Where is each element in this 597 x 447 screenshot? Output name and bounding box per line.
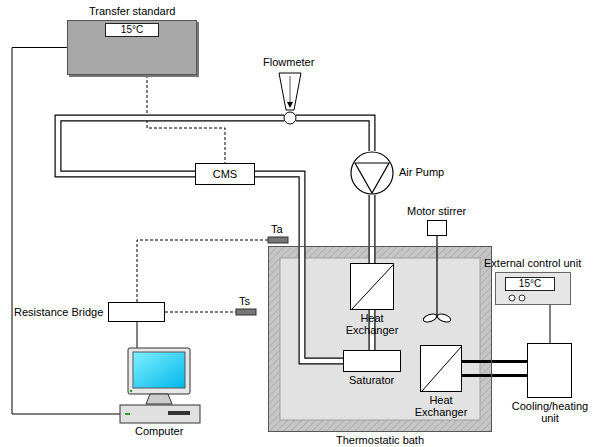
hx-graphic <box>351 264 393 309</box>
bath-box: Thermostatic bathHeat ExchangerSaturator… <box>268 246 492 432</box>
pump-symbol: Air Pump <box>350 151 394 195</box>
box-label: 15°C <box>121 24 143 36</box>
sensor-wire <box>165 312 236 313</box>
cooling-unit: Cooling/heating unit <box>527 343 572 398</box>
connector-line <box>550 305 551 343</box>
connector-line <box>137 322 138 348</box>
node-caption: Heat Exchanger <box>409 394 473 418</box>
control-unit: External control unit15°C <box>495 272 571 305</box>
line-stroke <box>462 374 527 377</box>
temperature-sensor <box>236 309 256 315</box>
flow-graphic <box>278 72 302 124</box>
pipe-bore <box>370 195 375 263</box>
node-caption: Thermostatic bath <box>336 434 424 446</box>
air-pipe <box>372 195 373 263</box>
box-label: 15°C <box>519 278 541 290</box>
computer-icon: Computer <box>120 348 200 424</box>
comp-graphic <box>120 348 200 424</box>
heat-exchanger: Heat Exchanger <box>350 263 394 310</box>
node-caption: Motor stirrer <box>407 205 466 217</box>
sensor-wire <box>137 240 268 302</box>
process-box: CMS <box>195 163 255 185</box>
node-caption: Resistance Bridge <box>14 306 103 318</box>
motor-box: Motor stirrer <box>427 220 447 236</box>
line-stroke <box>12 48 120 415</box>
stirrer-shaft <box>436 236 437 316</box>
line-stroke <box>462 360 527 363</box>
node-caption: Computer <box>135 425 183 437</box>
node-caption: Air Pump <box>399 166 444 178</box>
pipe-bore <box>296 118 372 151</box>
node-caption: Saturator <box>349 374 394 386</box>
display-panel: 15°C <box>505 277 555 291</box>
saturator-box: Saturator <box>343 350 401 372</box>
line-stroke <box>137 322 138 348</box>
hx-graphic <box>421 346 461 391</box>
bath-liquid <box>280 258 480 420</box>
temperature-sensor <box>268 237 288 243</box>
box-label: CMS <box>213 168 237 180</box>
bridge-box: Resistance Bridge <box>108 302 165 322</box>
connector-line <box>462 362 527 376</box>
stirrer-blade <box>422 312 438 323</box>
flowmeter-symbol: Flowmeter <box>278 72 302 124</box>
node-caption: Flowmeter <box>263 56 314 68</box>
pump-graphic <box>350 151 394 195</box>
node-caption: External control unit <box>484 257 581 269</box>
pipe-wall <box>369 195 376 263</box>
stirrer-blade <box>436 312 452 323</box>
line-stroke <box>550 305 551 343</box>
sensor-label: Ta <box>271 223 283 235</box>
node-caption: Cooling/heating unit <box>508 400 592 424</box>
node-caption: Transfer standard <box>89 5 175 17</box>
node-caption: Heat Exchanger <box>340 312 404 336</box>
instrument-box: Transfer standard15°C <box>67 20 197 75</box>
air-pipe <box>296 118 372 151</box>
display-panel: 15°C <box>105 23 159 37</box>
heat-exchanger: Heat Exchanger <box>420 345 462 392</box>
sensor-label: Ts <box>239 295 250 307</box>
connector-line <box>12 48 120 415</box>
pipe-wall <box>296 118 372 151</box>
